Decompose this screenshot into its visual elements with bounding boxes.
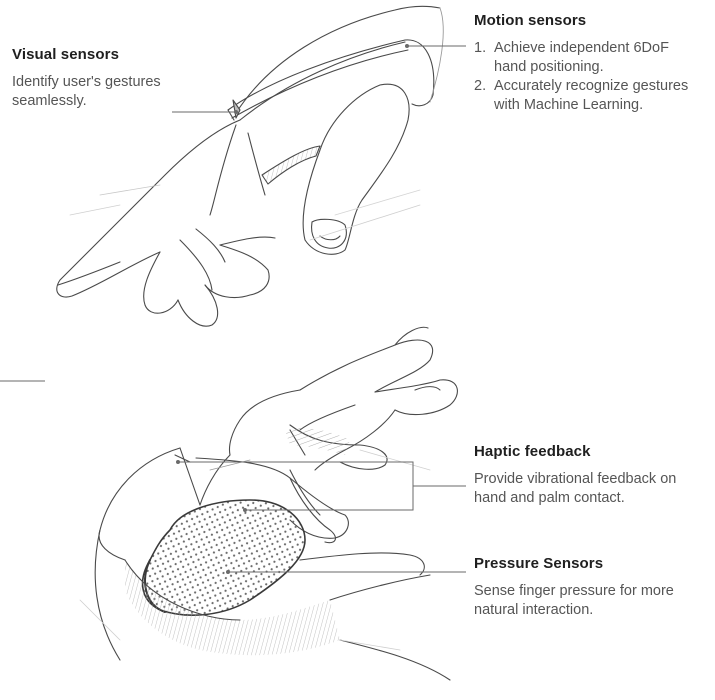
- lower-hand-sketch: [79, 326, 458, 681]
- haptic-feedback-title: Haptic feedback: [474, 443, 591, 460]
- visual-sensors-title: Visual sensors: [12, 46, 120, 63]
- list-item-text: Achieve independent 6DoF hand positionin…: [494, 40, 669, 75]
- list-item-number: 2.: [474, 78, 487, 94]
- list-item-text: Accurately recognize gestures with Machi…: [494, 78, 689, 113]
- pressure-sensors-title: Pressure Sensors: [474, 555, 604, 572]
- pressure-sensors-description: Sense finger pressure for more natural i…: [474, 583, 674, 618]
- leader-lines: [0, 44, 466, 574]
- haptic-feedback-callout: Haptic feedback Provide vibrational feed…: [474, 443, 709, 508]
- motion-sensors-callout: Motion sensors 1. Achieve independent 6D…: [474, 12, 704, 115]
- motion-sensors-list: 1. Achieve independent 6DoF hand positio…: [474, 39, 704, 115]
- haptic-pad-outline: [141, 499, 306, 616]
- visual-sensors-callout: Visual sensors Identify user's gestures …: [12, 46, 212, 111]
- list-item: 1. Achieve independent 6DoF hand positio…: [474, 39, 704, 77]
- list-item: 2. Accurately recognize gestures with Ma…: [474, 77, 704, 115]
- pressure-sensors-callout: Pressure Sensors Sense finger pressure f…: [474, 555, 709, 620]
- motion-sensors-title: Motion sensors: [474, 12, 587, 29]
- visual-sensors-description: Identify user's gestures seamlessly.: [12, 74, 161, 109]
- haptic-feedback-description: Provide vibrational feedback on hand and…: [474, 471, 677, 506]
- list-item-number: 1.: [474, 40, 487, 56]
- upper-hand-sketch: [56, 5, 444, 327]
